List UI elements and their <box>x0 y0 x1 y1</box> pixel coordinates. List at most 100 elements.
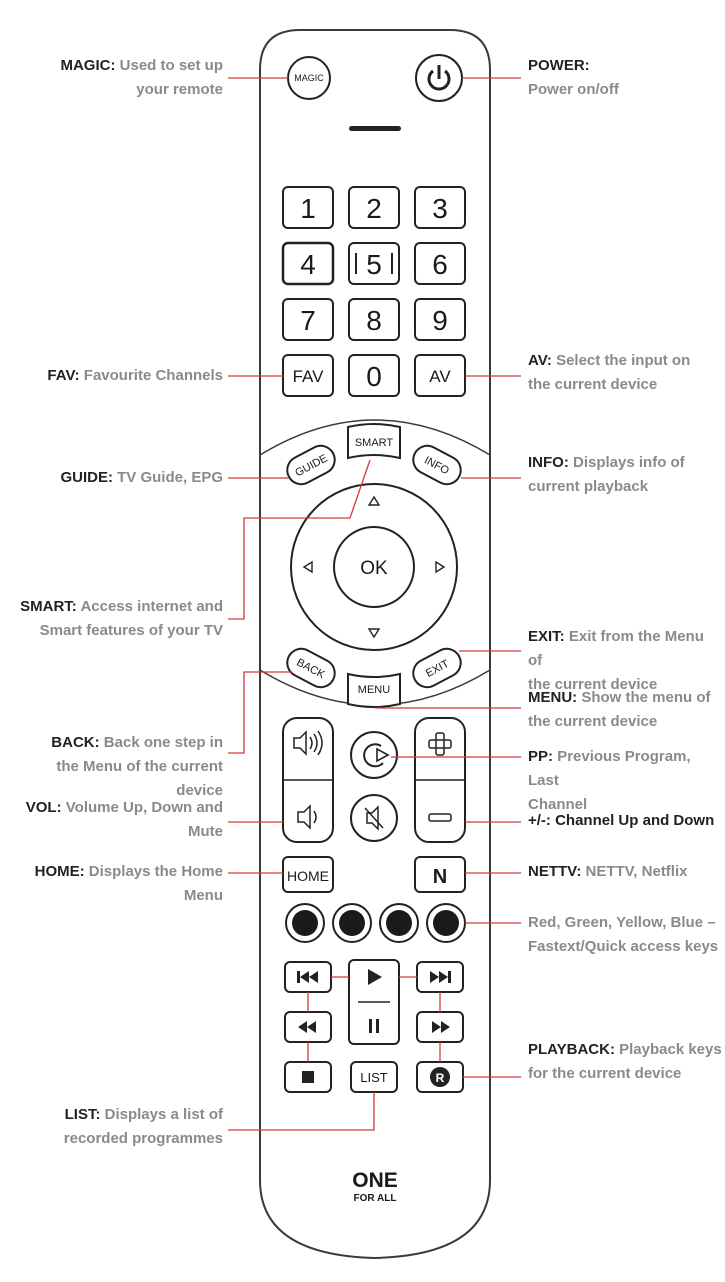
connector-list <box>228 1092 375 1131</box>
annotation-guide: GUIDE: TV Guide, EPG <box>60 469 223 486</box>
ok-button[interactable]: OK <box>333 526 415 608</box>
arrow-right-icon[interactable] <box>435 560 446 574</box>
digit-4-button[interactable]: 4 <box>281 241 335 286</box>
stop-button[interactable] <box>284 1061 332 1093</box>
svg-text:6: 6 <box>432 249 448 280</box>
fav-button[interactable]: FAV <box>282 354 334 397</box>
pause-icon <box>369 1019 379 1033</box>
menu-button[interactable]: MENU <box>347 672 401 708</box>
svg-text:AV: AV <box>429 367 451 386</box>
red-button[interactable] <box>285 903 325 943</box>
digit-1-button[interactable]: 1 <box>282 186 334 229</box>
svg-text:FOR ALL: FOR ALL <box>354 1193 397 1204</box>
svg-text:9: 9 <box>432 305 448 336</box>
exit-button[interactable]: EXIT <box>408 644 465 692</box>
svg-text:2: 2 <box>366 193 382 224</box>
previous-program-icon <box>363 743 390 768</box>
previous-track-button[interactable] <box>284 961 332 993</box>
color-keys <box>285 903 466 943</box>
volume-down-icon[interactable] <box>297 804 317 830</box>
arrow-down-icon[interactable] <box>367 628 381 639</box>
digit-9-button[interactable]: 9 <box>414 298 466 341</box>
volume-up-icon[interactable] <box>293 730 323 756</box>
svg-text:ONE: ONE <box>352 1169 398 1192</box>
green-button[interactable] <box>332 903 372 943</box>
guide-button[interactable]: GUIDE <box>282 441 339 489</box>
digit-5-button[interactable]: 5 <box>348 242 400 285</box>
back-button[interactable]: BACK <box>282 644 339 692</box>
next-track-button[interactable] <box>416 961 464 993</box>
record-button[interactable]: R <box>416 1061 464 1093</box>
svg-text:5: 5 <box>366 249 382 280</box>
annotation-colorkeys: Red, Green, Yellow, Blue –Fastext/Quick … <box>528 914 719 955</box>
svg-text:7: 7 <box>300 305 316 336</box>
digit-8-button[interactable]: 8 <box>348 298 400 341</box>
digit-0-button[interactable]: 0 <box>348 354 400 397</box>
channel-rocker[interactable] <box>414 717 466 843</box>
plus-icon[interactable] <box>428 732 452 756</box>
svg-text:MENU: MENU <box>358 684 390 696</box>
smart-button[interactable]: SMART <box>347 423 401 460</box>
svg-text:SMART: SMART <box>355 437 394 449</box>
skip-forward-icon <box>430 971 451 983</box>
svg-text:FAV: FAV <box>293 367 325 386</box>
power-button[interactable] <box>415 54 463 102</box>
annotation-fav: FAV: Favourite Channels <box>47 367 223 384</box>
digit-3-button[interactable]: 3 <box>414 186 466 229</box>
number-pad: 1 2 3 4 5 6 7 8 <box>281 186 466 397</box>
svg-text:8: 8 <box>366 305 382 336</box>
play-pause-button[interactable] <box>348 959 400 1045</box>
nav-upper-arc <box>259 419 491 456</box>
av-button[interactable]: AV <box>414 354 466 397</box>
mute-icon <box>364 805 384 831</box>
digit-7-button[interactable]: 7 <box>282 298 334 341</box>
svg-text:R: R <box>436 1071 445 1085</box>
nettv-button[interactable]: N <box>414 856 466 893</box>
mute-button[interactable] <box>350 794 398 842</box>
skip-back-icon <box>297 971 318 983</box>
digit-6-button[interactable]: 6 <box>414 242 466 285</box>
connector-smart <box>228 459 371 620</box>
connector-lines <box>228 77 521 1131</box>
digit-2-button[interactable]: 2 <box>348 186 400 229</box>
annotation-power: POWER:Power on/off <box>528 57 619 98</box>
brand-logo: ONE FOR ALL <box>352 1169 398 1204</box>
fast-forward-icon <box>432 1021 450 1033</box>
svg-text:LIST: LIST <box>360 1070 388 1085</box>
record-icon <box>430 1067 450 1087</box>
list-button[interactable]: LIST <box>350 1061 398 1093</box>
home-button[interactable]: HOME <box>282 856 334 893</box>
connector-back <box>228 671 292 754</box>
volume-rocker[interactable] <box>282 717 334 843</box>
pp-button[interactable] <box>350 731 398 779</box>
info-button[interactable]: INFO <box>408 441 465 489</box>
svg-text:3: 3 <box>432 193 448 224</box>
svg-text:HOME: HOME <box>287 868 329 884</box>
play-icon <box>368 969 382 985</box>
rewind-icon <box>298 1021 316 1033</box>
svg-text:OK: OK <box>360 558 388 579</box>
annotation-channel: +/-: Channel Up and Down <box>528 812 715 829</box>
fast-forward-button[interactable] <box>416 1011 464 1043</box>
minus-icon[interactable] <box>428 813 452 822</box>
arrow-left-icon[interactable] <box>302 560 313 574</box>
blue-button[interactable] <box>426 903 466 943</box>
yellow-button[interactable] <box>379 903 419 943</box>
ir-window <box>349 126 401 131</box>
rewind-button[interactable] <box>284 1011 332 1043</box>
arrow-up-icon[interactable] <box>367 495 381 506</box>
power-icon <box>427 65 451 91</box>
magic-button[interactable]: MAGIC <box>287 56 331 100</box>
